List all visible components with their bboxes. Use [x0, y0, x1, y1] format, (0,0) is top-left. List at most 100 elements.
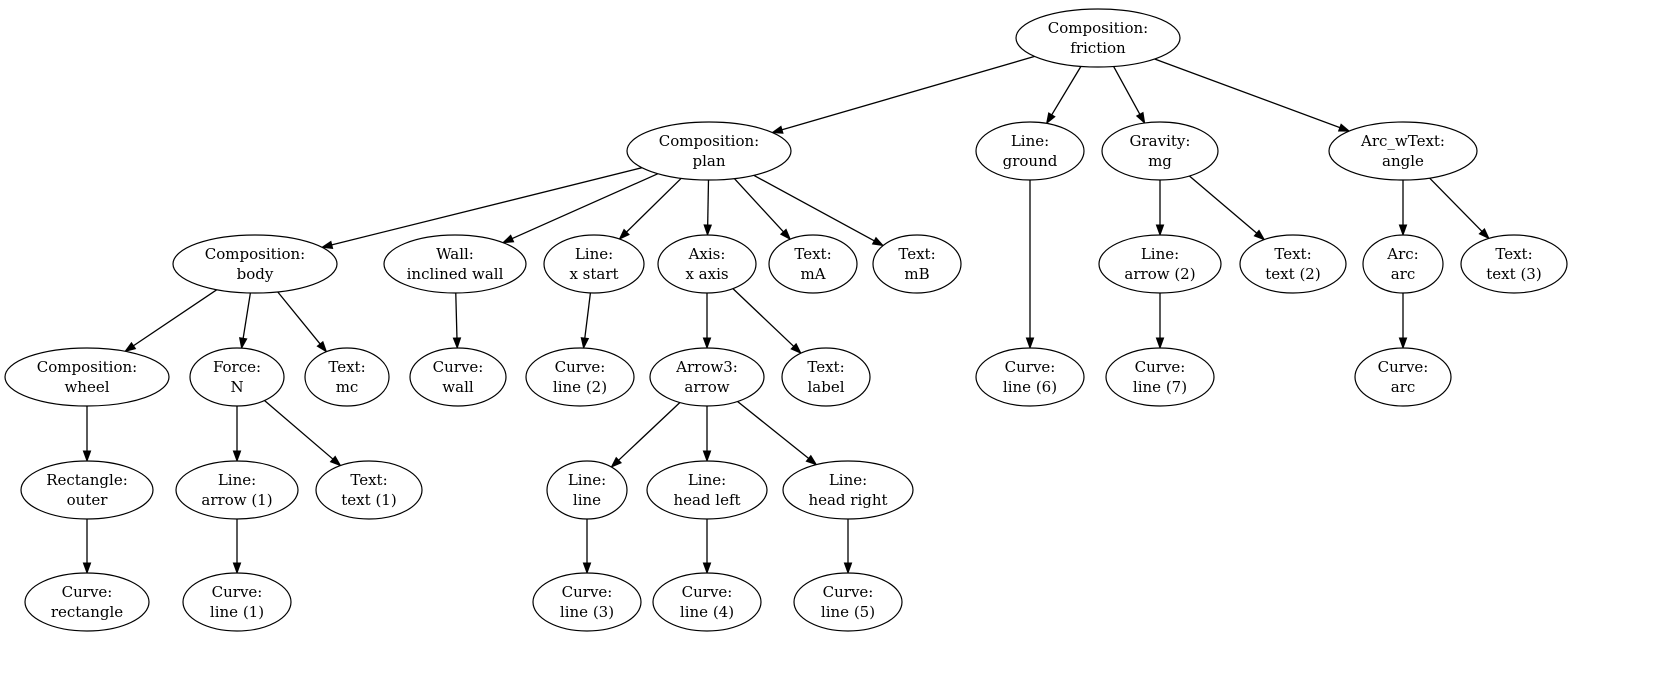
node-label-type: Curve: [1378, 358, 1429, 376]
node-mg[interactable]: Gravity:mg [1101, 121, 1219, 181]
node-label-name: line (7) [1133, 378, 1187, 396]
node-curve-arc[interactable]: Curve:arc [1354, 347, 1452, 407]
node-ellipse[interactable] [782, 460, 914, 520]
node-ellipse[interactable] [1105, 347, 1215, 407]
node-inclined-wall[interactable]: Wall:inclined wall [383, 234, 527, 294]
node-ellipse[interactable] [1239, 234, 1347, 294]
node-ellipse[interactable] [409, 347, 507, 407]
node-label-name: friction [1070, 39, 1126, 57]
node-label-type: Arc: [1386, 245, 1418, 263]
node-ellipse[interactable] [546, 460, 628, 520]
node-line3[interactable]: Curve:line (3) [532, 572, 642, 632]
node-line2[interactable]: Curve:line (2) [525, 347, 635, 407]
arrowhead-icon [702, 450, 712, 463]
node-mA[interactable]: Text:mA [768, 234, 858, 294]
node-ellipse[interactable] [649, 347, 765, 407]
node-ellipse[interactable] [975, 121, 1085, 181]
node-arrow1[interactable]: Line:arrow (1) [175, 460, 299, 520]
node-label[interactable]: Text:label [781, 347, 871, 407]
node-arc[interactable]: Arc:arc [1362, 234, 1444, 294]
node-wheel[interactable]: Composition:wheel [4, 347, 170, 407]
node-arrow3[interactable]: Arrow3:arrow [649, 347, 765, 407]
node-ellipse[interactable] [543, 234, 645, 294]
node-line5[interactable]: Curve:line (5) [793, 572, 903, 632]
node-ellipse[interactable] [646, 460, 768, 520]
edge-body-to-mc [277, 291, 328, 353]
node-outer[interactable]: Rectangle:outer [20, 460, 154, 520]
edge-head-left-to-line4 [702, 519, 712, 575]
arrowhead-icon [82, 450, 92, 463]
node-ellipse[interactable] [652, 572, 762, 632]
node-ellipse[interactable] [872, 234, 962, 294]
node-rectangle[interactable]: Curve:rectangle [24, 572, 150, 632]
node-label-type: Arc_wText: [1360, 132, 1445, 150]
node-head-right[interactable]: Line:head right [782, 460, 914, 520]
node-line7[interactable]: Curve:line (7) [1105, 347, 1215, 407]
node-friction[interactable]: Composition:friction [1015, 8, 1181, 68]
node-ellipse[interactable] [781, 347, 871, 407]
node-ellipse[interactable] [1328, 121, 1478, 181]
node-label-name: line (6) [1003, 378, 1057, 396]
node-ellipse[interactable] [4, 347, 170, 407]
node-ellipse[interactable] [793, 572, 903, 632]
node-ellipse[interactable] [24, 572, 150, 632]
node-ellipse[interactable] [657, 234, 757, 294]
edge-x-axis-to-arrow3 [702, 293, 712, 350]
arrowhead-icon [1398, 224, 1408, 237]
node-ellipse[interactable] [175, 460, 299, 520]
node-line[interactable]: Line:line [546, 460, 628, 520]
node-label-type: Text: [898, 245, 935, 263]
node-label-type: Text: [1274, 245, 1311, 263]
node-line4[interactable]: Curve:line (4) [652, 572, 762, 632]
node-ellipse[interactable] [189, 347, 285, 407]
node-ellipse[interactable] [1015, 8, 1181, 68]
node-label-type: Line: [1011, 132, 1049, 150]
node-ellipse[interactable] [532, 572, 642, 632]
node-ellipse[interactable] [525, 347, 635, 407]
edge-line [133, 289, 218, 347]
node-mB[interactable]: Text:mB [872, 234, 962, 294]
node-x-start[interactable]: Line:x start [543, 234, 645, 294]
node-angle[interactable]: Arc_wText:angle [1328, 121, 1478, 181]
node-label-name: rectangle [51, 603, 123, 621]
node-mc[interactable]: Text:mc [304, 347, 390, 407]
node-body[interactable]: Composition:body [172, 234, 338, 294]
node-ground[interactable]: Line:ground [975, 121, 1085, 181]
node-x-axis[interactable]: Axis:x axis [657, 234, 757, 294]
node-ellipse[interactable] [1460, 234, 1568, 294]
node-ellipse[interactable] [172, 234, 338, 294]
node-line1[interactable]: Curve:line (1) [182, 572, 292, 632]
node-N[interactable]: Force:N [189, 347, 285, 407]
node-label-type: Curve: [433, 358, 484, 376]
node-head-left[interactable]: Line:head left [646, 460, 768, 520]
node-label-type: Curve: [562, 583, 613, 601]
node-ellipse[interactable] [975, 347, 1085, 407]
node-ellipse[interactable] [304, 347, 390, 407]
node-arrow2[interactable]: Line:arrow (2) [1098, 234, 1222, 294]
node-ellipse[interactable] [1354, 347, 1452, 407]
edge-line [511, 173, 659, 240]
node-ellipse[interactable] [182, 572, 292, 632]
node-text3[interactable]: Text:text (3) [1460, 234, 1568, 294]
node-ellipse[interactable] [1098, 234, 1222, 294]
edge-line [1113, 66, 1141, 115]
node-plan[interactable]: Composition:plan [626, 121, 792, 181]
node-ellipse[interactable] [315, 460, 423, 520]
node-wall[interactable]: Curve:wall [409, 347, 507, 407]
node-label-type: Curve: [1005, 358, 1056, 376]
node-label-type: Text: [350, 471, 387, 489]
node-ellipse[interactable] [1362, 234, 1444, 294]
node-ellipse[interactable] [383, 234, 527, 294]
node-text1[interactable]: Text:text (1) [315, 460, 423, 520]
node-text2[interactable]: Text:text (2) [1239, 234, 1347, 294]
node-ellipse[interactable] [768, 234, 858, 294]
node-line6[interactable]: Curve: line (6) [975, 347, 1085, 407]
node-label-name: head left [673, 491, 740, 509]
node-label-name: arrow (2) [1124, 265, 1195, 283]
edge-plan-to-inclined-wall [501, 173, 659, 244]
node-ellipse[interactable] [20, 460, 154, 520]
node-ellipse[interactable] [1101, 121, 1219, 181]
node-ellipse[interactable] [626, 121, 792, 181]
arrowhead-icon [779, 228, 792, 241]
